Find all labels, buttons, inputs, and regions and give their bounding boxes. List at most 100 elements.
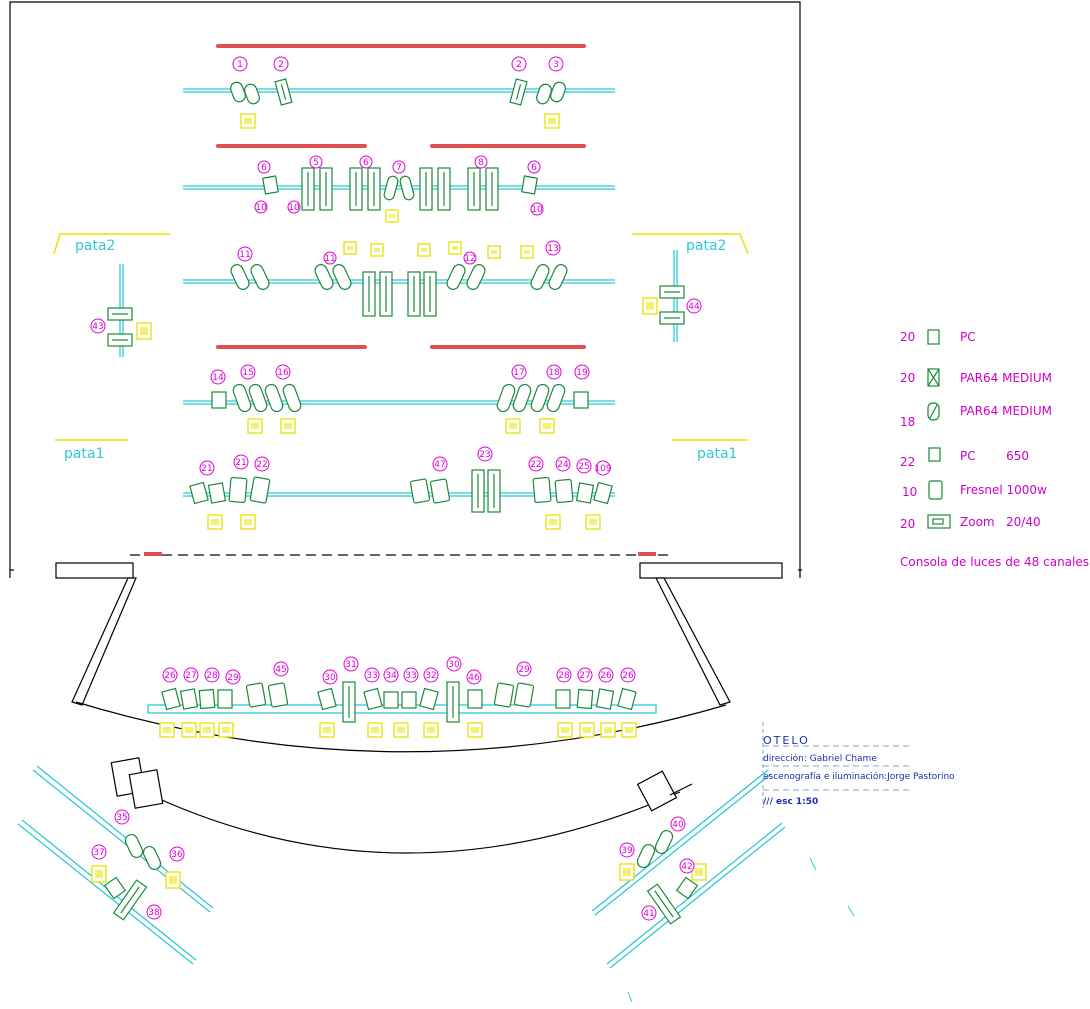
- channel-marker-40: 31: [343, 656, 359, 672]
- pc-body: [262, 175, 279, 195]
- fresnel-body: [493, 682, 515, 708]
- channel-number: 8: [478, 158, 484, 168]
- channel-circle: [364, 667, 380, 683]
- channel-circle: [322, 669, 338, 685]
- legend-label-1: PC: [960, 330, 976, 344]
- zoom-rect-icon: [927, 514, 951, 529]
- channel-circle: [359, 155, 373, 169]
- channel-number: 30: [448, 660, 460, 670]
- dimmer-tag-fill-30: [604, 727, 612, 733]
- dimmer-tag-fill-0: [244, 118, 252, 124]
- channel-circle: [257, 160, 271, 174]
- fixture-pc-72: [555, 689, 571, 709]
- pc-body: [419, 687, 439, 711]
- channel-number: 18: [548, 368, 560, 378]
- channel-number: 10: [288, 203, 300, 213]
- channel-circle: [225, 669, 241, 685]
- channel-circle: [323, 251, 337, 265]
- fixture-par-76: [124, 833, 144, 859]
- fixture-zoomh-32: [659, 285, 685, 299]
- fixture-pc-69: [467, 689, 483, 709]
- channel-marker-53: 36: [169, 846, 185, 862]
- fixture-zoomv-79: [112, 879, 148, 921]
- channel-number: 36: [171, 850, 183, 860]
- fixture-par-11: [383, 175, 399, 201]
- fixture-fres-53: [554, 478, 574, 504]
- pc-body: [521, 175, 538, 195]
- channel-marker-45: 30: [446, 656, 462, 672]
- par64-body: [282, 383, 302, 413]
- channel-circle: [237, 246, 253, 262]
- channel-circle: [114, 809, 130, 825]
- channel-number: 5: [313, 158, 319, 168]
- channel-circle: [545, 240, 561, 256]
- fixture-par-77: [142, 845, 162, 871]
- channel-marker-48: 28: [556, 667, 572, 683]
- fresnel-body: [245, 682, 267, 708]
- fixture-zoomv-8: [319, 167, 333, 211]
- fixture-zoomv-3: [509, 78, 528, 106]
- fixture-fres-52: [532, 476, 552, 504]
- channel-marker-29: 23: [477, 446, 493, 462]
- channel-circle: [620, 667, 636, 683]
- channel-marker-27: 22: [254, 456, 270, 472]
- pata1-right-label: pata1: [697, 446, 737, 462]
- channel-circle: [466, 669, 482, 685]
- channel-marker-3: 3: [548, 56, 564, 72]
- channel-marker-44: 32: [423, 667, 439, 683]
- auditorium: [55, 562, 783, 854]
- legend-count-6: 20: [900, 517, 915, 531]
- channel-marker-28: 47: [432, 456, 448, 472]
- channel-circle: [556, 667, 572, 683]
- pc-body: [401, 691, 417, 709]
- pc-body: [593, 481, 613, 505]
- fresnel-body: [228, 476, 248, 504]
- channel-number: 26: [622, 671, 634, 681]
- channel-marker-43: 33: [403, 667, 419, 683]
- channel-number: 27: [579, 671, 590, 681]
- channel-circle: [477, 446, 493, 462]
- channel-number: 7: [396, 163, 402, 173]
- fixture-zoomv-7: [301, 167, 315, 211]
- channel-number: 1: [237, 60, 243, 70]
- pata2-right-label: pata2: [686, 238, 726, 254]
- channel-circle: [403, 667, 419, 683]
- par64-body: [446, 264, 466, 290]
- dimmer-tag-fill-27: [471, 727, 479, 733]
- channel-number: 11: [324, 254, 335, 264]
- channel-number: 109: [594, 464, 611, 474]
- channel-marker-34: 26: [162, 667, 178, 683]
- channel-number: 45: [275, 665, 286, 675]
- par64-body: [232, 383, 252, 413]
- channel-marker-8: 8: [474, 155, 488, 169]
- channel-number: 16: [277, 368, 289, 378]
- channel-circle: [146, 904, 162, 920]
- par64-body: [244, 83, 260, 105]
- fixture-fres-71: [513, 682, 535, 708]
- channel-circle: [275, 364, 291, 380]
- par64-cross-icon: [927, 368, 940, 387]
- par64-body: [383, 175, 399, 201]
- fixture-par-29: [548, 264, 568, 290]
- channel-circle: [204, 667, 220, 683]
- par64-body: [654, 829, 674, 855]
- channel-circle: [183, 667, 199, 683]
- fixture-par-35: [232, 383, 252, 413]
- par64-body: [548, 264, 568, 290]
- channel-circle: [343, 656, 359, 672]
- channel-circle: [555, 456, 571, 472]
- pc-body: [161, 687, 181, 711]
- dimmer-tag-fill-13: [509, 423, 517, 429]
- channel-circle: [670, 816, 686, 832]
- pc-body: [217, 689, 233, 709]
- dimmer-tag-fill-31: [625, 727, 633, 733]
- dimmer-tag-fill-34: [623, 868, 631, 876]
- channel-number: 29: [518, 665, 530, 675]
- dimmer-tag-fill-7: [491, 250, 497, 254]
- channel-marker-56: 40: [670, 816, 686, 832]
- pc-body: [575, 482, 595, 504]
- pc-body: [317, 687, 337, 711]
- channel-number: 3: [553, 60, 559, 70]
- fixture-pc-17: [521, 175, 538, 195]
- channel-number: 38: [148, 908, 160, 918]
